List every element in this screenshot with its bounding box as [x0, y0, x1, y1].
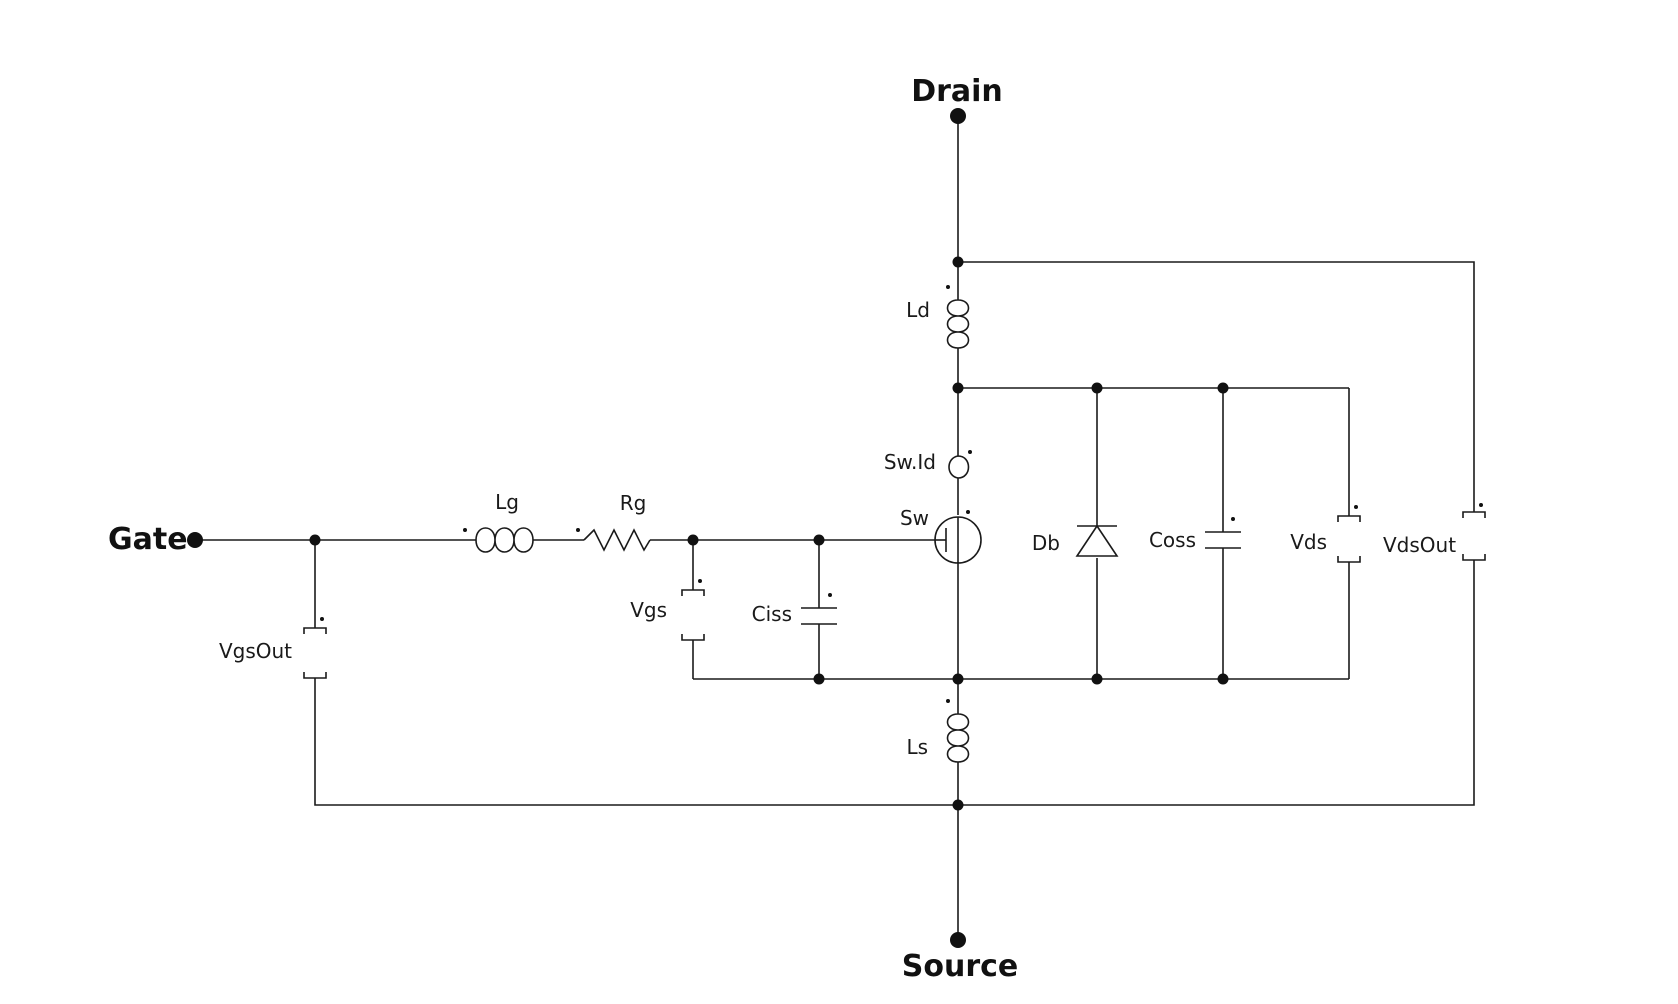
rg-resistor-symbol: [583, 528, 651, 552]
ld-label: Ld: [906, 298, 930, 322]
sw-id-label: Sw.Id: [884, 450, 936, 474]
db-diode-symbol: [1075, 524, 1119, 557]
rg-polarity-dot: [576, 528, 580, 532]
node-db-top: [1091, 382, 1103, 394]
node-gate-left: [309, 534, 321, 546]
sw-polarity-dot: [966, 510, 970, 514]
sw-id-current-probe-symbol: [948, 455, 970, 479]
node-source-outer: [952, 799, 964, 811]
lg-inductor-symbol: [475, 527, 534, 553]
node-drain-inner: [952, 382, 964, 394]
source-terminal-dot: [950, 932, 966, 948]
node-drain-outer: [952, 256, 964, 268]
wire-vdsout-bottom: [958, 560, 1475, 806]
node-gate-ciss: [813, 534, 825, 546]
ciss-label: Ciss: [752, 602, 792, 626]
vdsout-polarity-dot: [1479, 503, 1483, 507]
node-db-bottom: [1091, 673, 1103, 685]
rg-label: Rg: [620, 491, 647, 515]
ld-inductor-symbol: [946, 282, 970, 349]
vds-label: Vds: [1290, 530, 1327, 554]
gate-terminal-label: Gate: [108, 522, 188, 557]
wires: [195, 116, 1475, 938]
node-ciss-bottom: [813, 673, 825, 685]
wire-vgsout-bottom: [314, 678, 958, 806]
db-label: Db: [1032, 531, 1060, 555]
vgsout-polarity-dot: [320, 617, 324, 621]
vgs-polarity-dot: [698, 579, 702, 583]
drain-terminal-label: Drain: [911, 74, 1003, 109]
drain-terminal-dot: [950, 108, 966, 124]
coss-label: Coss: [1149, 528, 1196, 552]
lg-label: Lg: [495, 490, 519, 514]
gate-terminal-dot: [187, 532, 203, 548]
node-source-inner: [952, 673, 964, 685]
junction-nodes: [309, 256, 1229, 811]
vgsout-voltage-probe-symbol: [303, 627, 327, 679]
source-terminal-label: Source: [902, 949, 1019, 984]
vgs-label: Vgs: [630, 598, 667, 622]
vds-voltage-probe-symbol: [1337, 515, 1361, 563]
lg-polarity-dot: [463, 528, 467, 532]
node-coss-top: [1217, 382, 1229, 394]
wire-vdsout-top: [958, 261, 1475, 512]
vdsout-voltage-probe-symbol: [1462, 511, 1486, 561]
vgs-voltage-probe-symbol: [681, 589, 705, 641]
ls-label: Ls: [906, 735, 928, 759]
ls-polarity-dot: [946, 699, 950, 703]
sw-id-polarity-dot: [968, 450, 972, 454]
coss-polarity-dot: [1231, 517, 1235, 521]
node-coss-bottom: [1217, 673, 1229, 685]
ciss-polarity-dot: [828, 593, 832, 597]
sw-label: Sw: [900, 506, 929, 530]
vds-polarity-dot: [1354, 505, 1358, 509]
node-gate-vgs: [687, 534, 699, 546]
vds-out-label: VdsOut: [1383, 533, 1456, 557]
vgs-out-label: VgsOut: [219, 639, 292, 663]
ld-polarity-dot: [946, 285, 950, 289]
ls-inductor-symbol: [946, 698, 970, 763]
